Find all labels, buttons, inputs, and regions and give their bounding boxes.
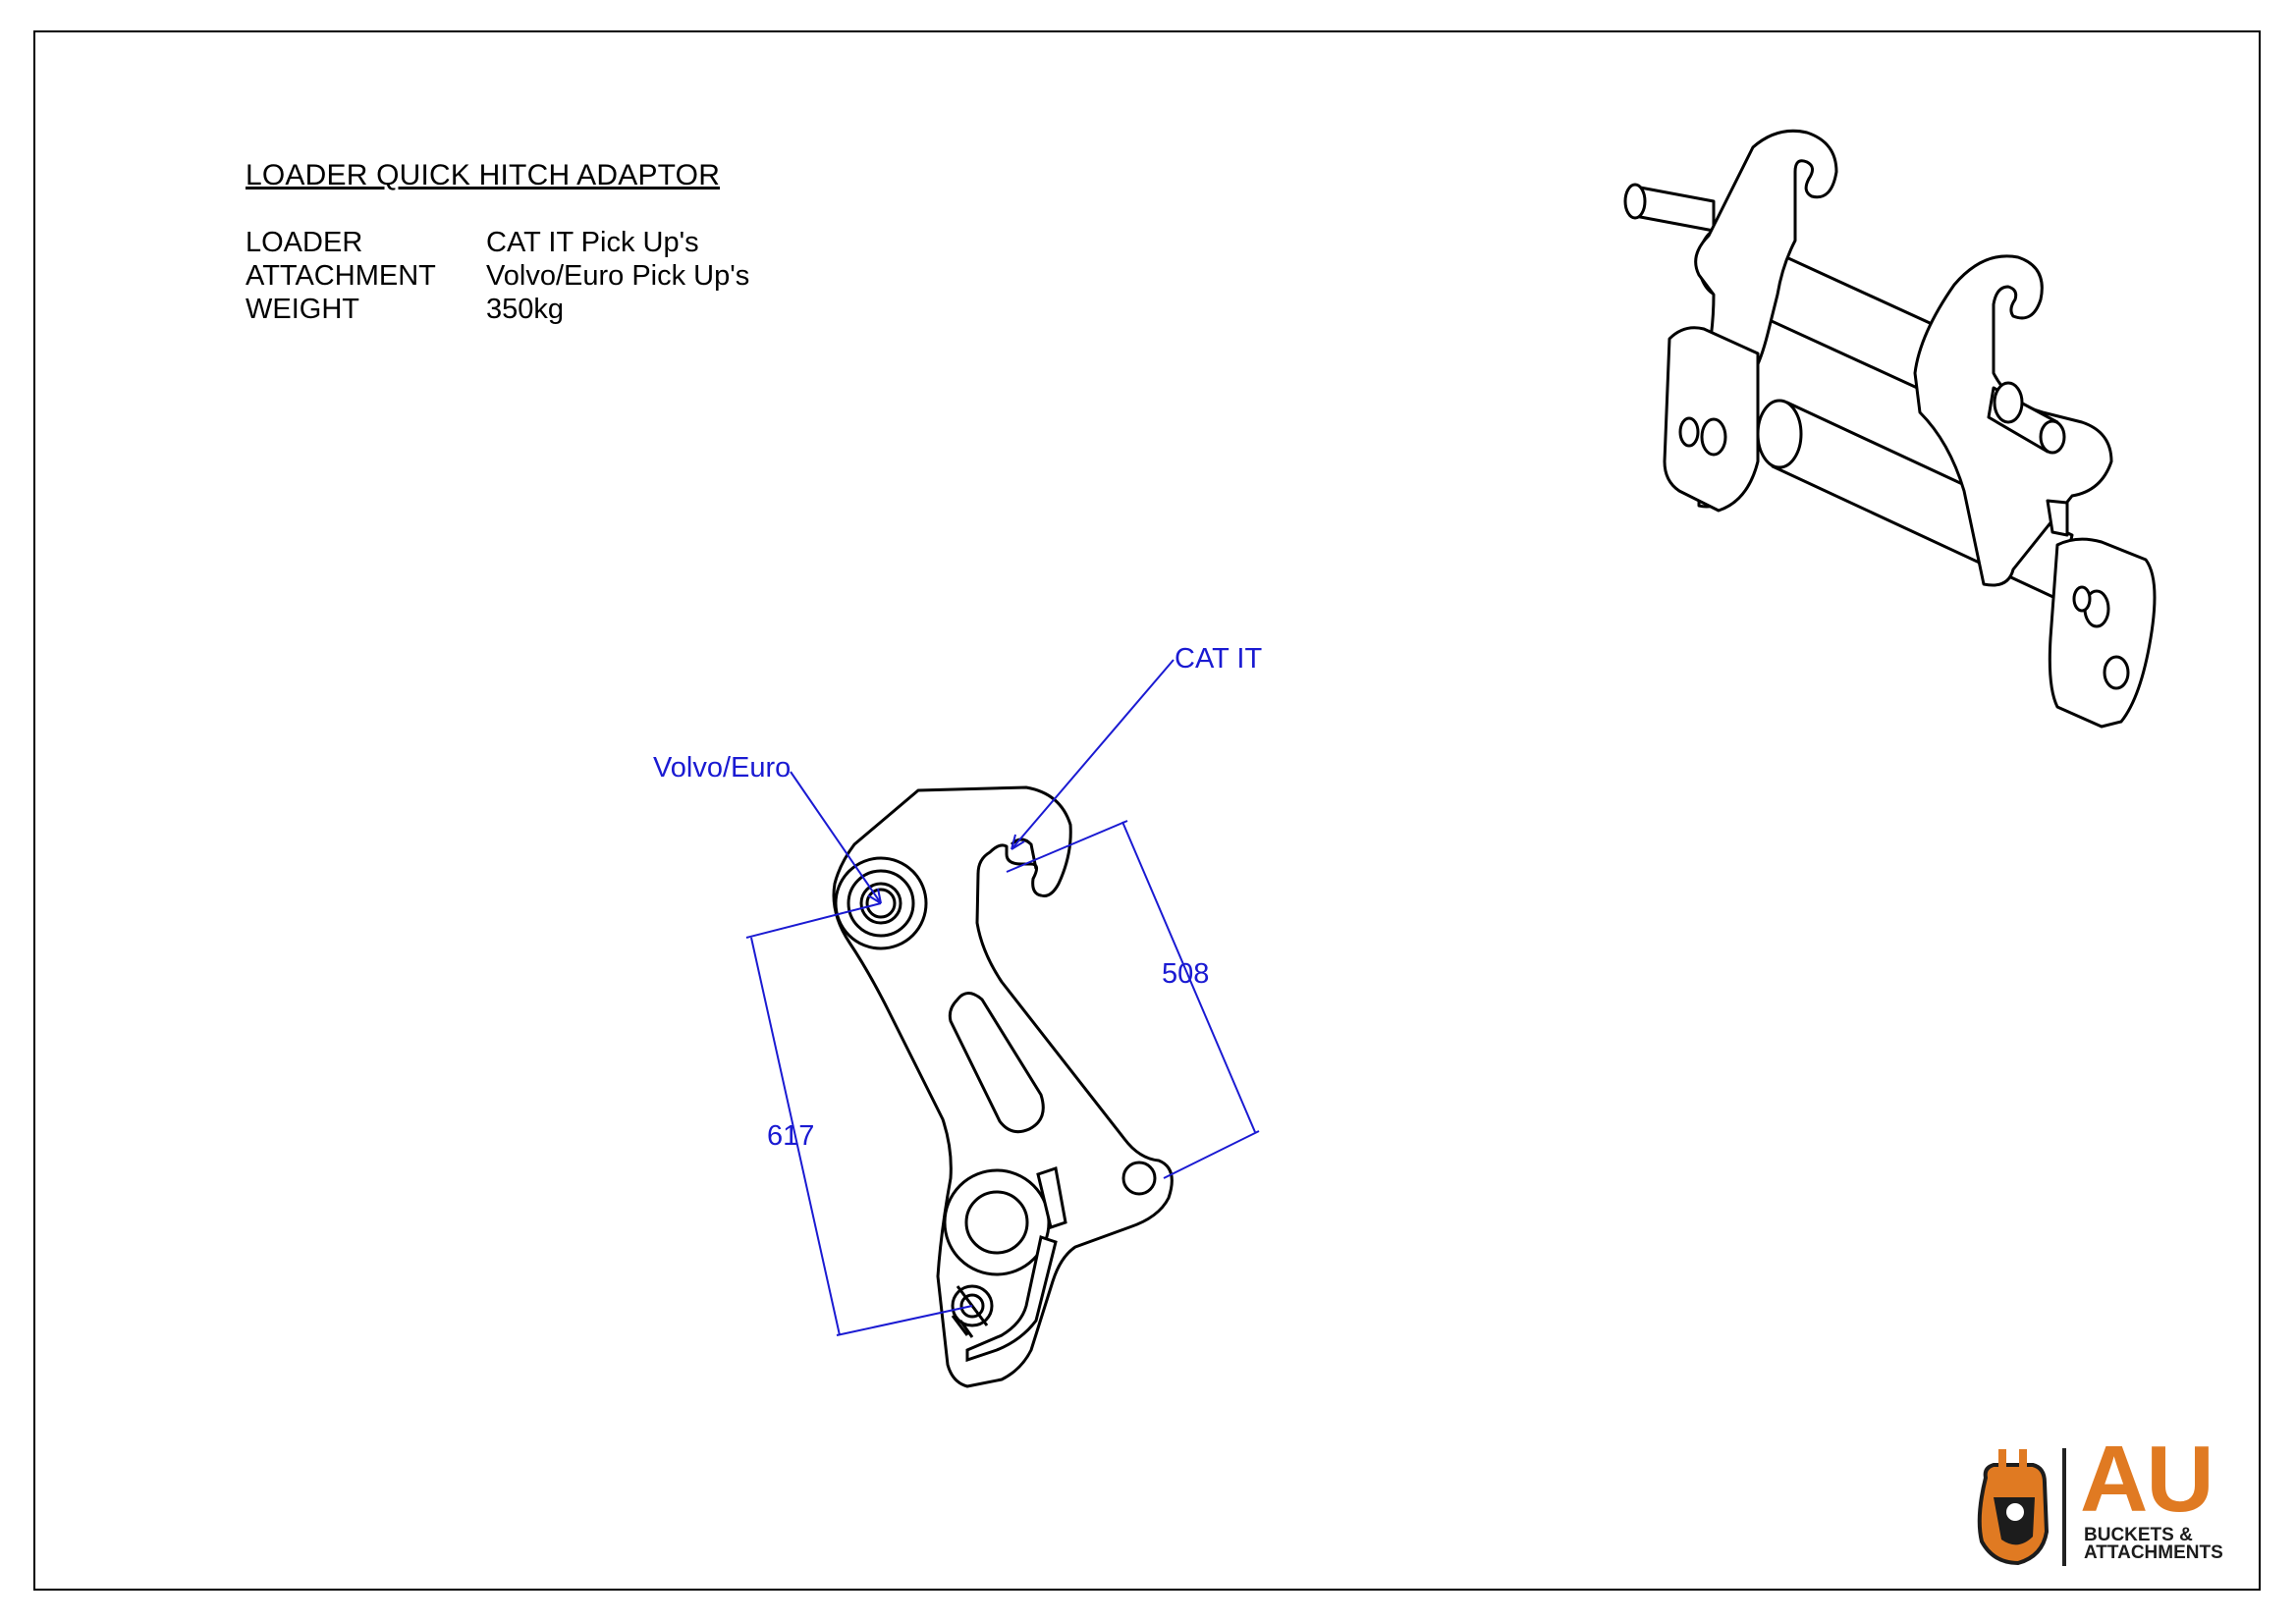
dimension-617: 617 bbox=[767, 1120, 814, 1152]
cat-it-label: CAT IT bbox=[1175, 643, 1262, 675]
spec-value: CAT IT Pick Up's bbox=[486, 227, 699, 258]
company-logo: AU BUCKETS & ATTACHMENTS bbox=[1964, 1427, 2249, 1571]
dimension-lines bbox=[745, 659, 1260, 1336]
bucket-icon bbox=[1977, 1449, 2050, 1566]
drawing-border bbox=[33, 30, 2261, 1591]
spec-table: LOADER CAT IT Pick Up's ATTACHMENT Volvo… bbox=[246, 226, 749, 326]
spec-label: WEIGHT bbox=[246, 294, 359, 325]
spec-label: LOADER bbox=[246, 227, 363, 258]
logo-subtitle: BUCKETS & ATTACHMENTS bbox=[2084, 1525, 2223, 1563]
spec-value: 350kg bbox=[486, 294, 565, 325]
spec-row-attachment: ATTACHMENT Volvo/Euro Pick Up's bbox=[246, 259, 749, 293]
spec-label: ATTACHMENT bbox=[246, 260, 436, 292]
drawing-title: LOADER QUICK HITCH ADAPTOR bbox=[246, 159, 721, 191]
spec-row-loader: LOADER CAT IT Pick Up's bbox=[246, 226, 749, 259]
isometric-view bbox=[1623, 129, 2157, 729]
logo-brand: AU bbox=[2080, 1427, 2214, 1532]
logo-divider bbox=[2062, 1448, 2066, 1566]
volvo-euro-label: Volvo/Euro bbox=[653, 752, 791, 784]
dimension-508: 508 bbox=[1162, 958, 1209, 990]
logo-line1: BUCKETS & bbox=[2084, 1525, 2193, 1545]
logo-line2: ATTACHMENTS bbox=[2084, 1542, 2223, 1563]
spec-value: Volvo/Euro Pick Up's bbox=[486, 260, 750, 292]
spec-row-weight: WEIGHT 350kg bbox=[246, 293, 749, 326]
